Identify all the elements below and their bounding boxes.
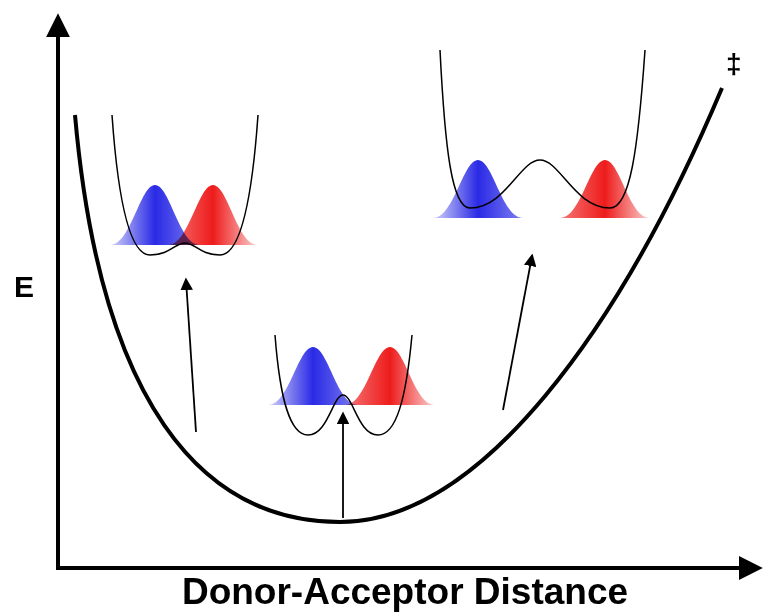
pointer-arrow [342,414,344,518]
pointer-arrow [503,256,532,410]
distance-axis [56,566,758,570]
axis-label: E [14,272,34,302]
pointer-arrow [186,280,196,432]
short-distance-inset [110,115,258,255]
long-distance-inset [433,50,650,218]
transition-mark: ‡ [726,50,742,78]
energy-axis [56,18,60,568]
axis-title: Donor-Acceptor Distance [182,573,628,610]
potential-curve [75,88,722,522]
equilibrium-inset [268,335,435,435]
